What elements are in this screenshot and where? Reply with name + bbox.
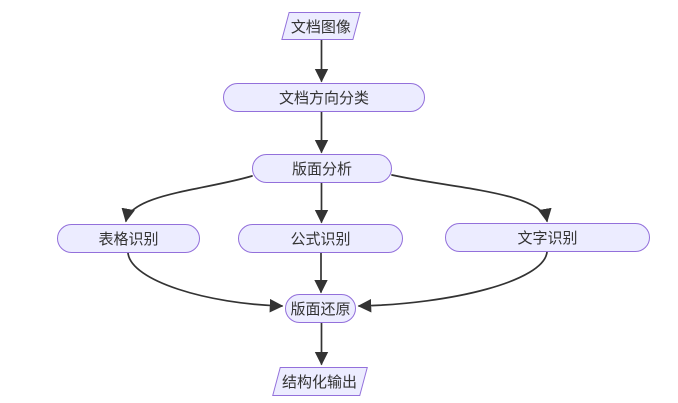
node-layout-analysis-label: 版面分析 bbox=[291, 161, 352, 178]
node-formula-recognition: 公式识别 bbox=[238, 224, 403, 253]
node-doc-image-label: 文档图像 bbox=[290, 18, 351, 36]
node-table-recognition-label: 表格识别 bbox=[98, 231, 159, 248]
node-layout-restore: 版面还原 bbox=[285, 294, 356, 323]
node-orientation-classify-label: 文档方向分类 bbox=[278, 90, 369, 107]
edge-layout-analysis-to-text-recog bbox=[391, 174, 552, 223]
edge-table-recog-to-layout-restore bbox=[127, 252, 284, 313]
node-orientation-classify: 文档方向分类 bbox=[223, 83, 425, 112]
node-layout-analysis: 版面分析 bbox=[252, 154, 392, 183]
node-formula-recognition-label: 公式识别 bbox=[290, 231, 351, 248]
edge-text-recog-to-layout-restore bbox=[357, 251, 548, 313]
edge-layout-analysis-to-table-recog bbox=[121, 175, 253, 223]
node-text-recognition: 文字识别 bbox=[445, 223, 650, 252]
node-structured-output: 结构化输出 bbox=[272, 367, 368, 396]
node-text-recognition-label: 文字识别 bbox=[517, 230, 578, 247]
node-table-recognition: 表格识别 bbox=[57, 224, 200, 253]
node-doc-image: 文档图像 bbox=[281, 12, 361, 40]
node-structured-output-label: 结构化输出 bbox=[282, 374, 358, 391]
node-layout-restore-label: 版面还原 bbox=[290, 301, 351, 318]
